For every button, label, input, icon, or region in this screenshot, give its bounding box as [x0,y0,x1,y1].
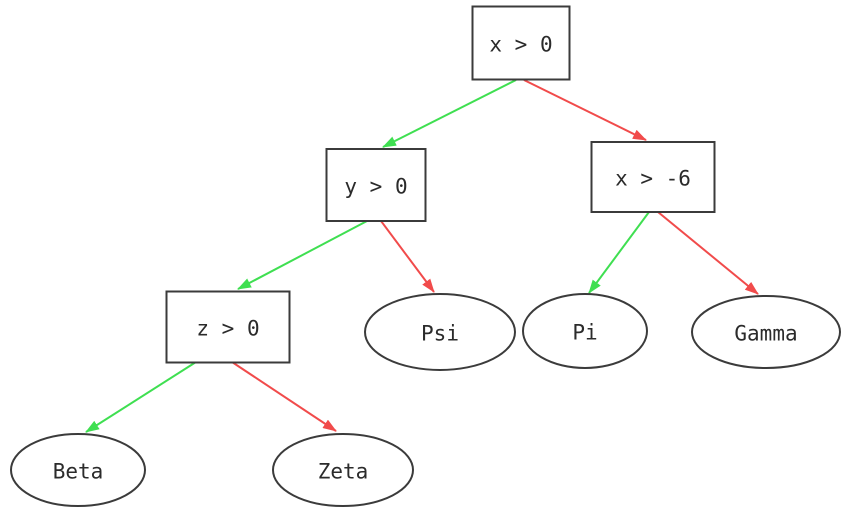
edge-x-gt-0-to-x-gt-neg6-no [523,79,647,141]
edge-z-gt-0-to-beta-yes [85,361,197,433]
edge-y-gt-0-to-psi-no [380,220,435,293]
node-label: Gamma [734,321,797,345]
node-shape-rect [325,148,427,222]
node-shape-rect [165,290,291,364]
node-gamma: Gamma [691,295,841,369]
node-x-gt-0: x > 0 [471,5,571,81]
node-zeta: Zeta [272,433,414,507]
node-label: z > 0 [196,316,259,340]
edge-z-gt-0-to-zeta-no [231,361,337,432]
node-shape-ellipse [272,433,414,507]
edge-x-gt-neg6-to-pi-yes [588,211,650,294]
node-shape-ellipse [10,433,146,507]
node-beta: Beta [10,433,146,507]
node-label: Zeta [318,459,369,483]
node-shape-ellipse [364,293,516,371]
edge-y-gt-0-to-z-gt-0-yes [237,220,368,290]
node-label: Pi [572,320,597,344]
node-label: Psi [421,321,459,345]
node-psi: Psi [364,293,516,371]
edge-layer [85,79,759,433]
edge-x-gt-0-to-y-gt-0-yes [382,79,517,148]
node-y-gt-0: y > 0 [325,148,427,222]
node-label: Beta [53,459,104,483]
node-shape-rect [590,141,716,213]
edge-x-gt-neg6-to-gamma-no [657,211,759,295]
node-label: y > 0 [344,174,407,198]
node-label: x > -6 [615,166,691,190]
node-shape-rect [471,5,571,81]
node-pi: Pi [522,293,648,369]
node-x-gt-neg6: x > -6 [590,141,716,213]
node-shape-ellipse [522,293,648,369]
node-z-gt-0: z > 0 [165,290,291,364]
node-label: x > 0 [489,32,552,56]
node-shape-ellipse [691,295,841,369]
